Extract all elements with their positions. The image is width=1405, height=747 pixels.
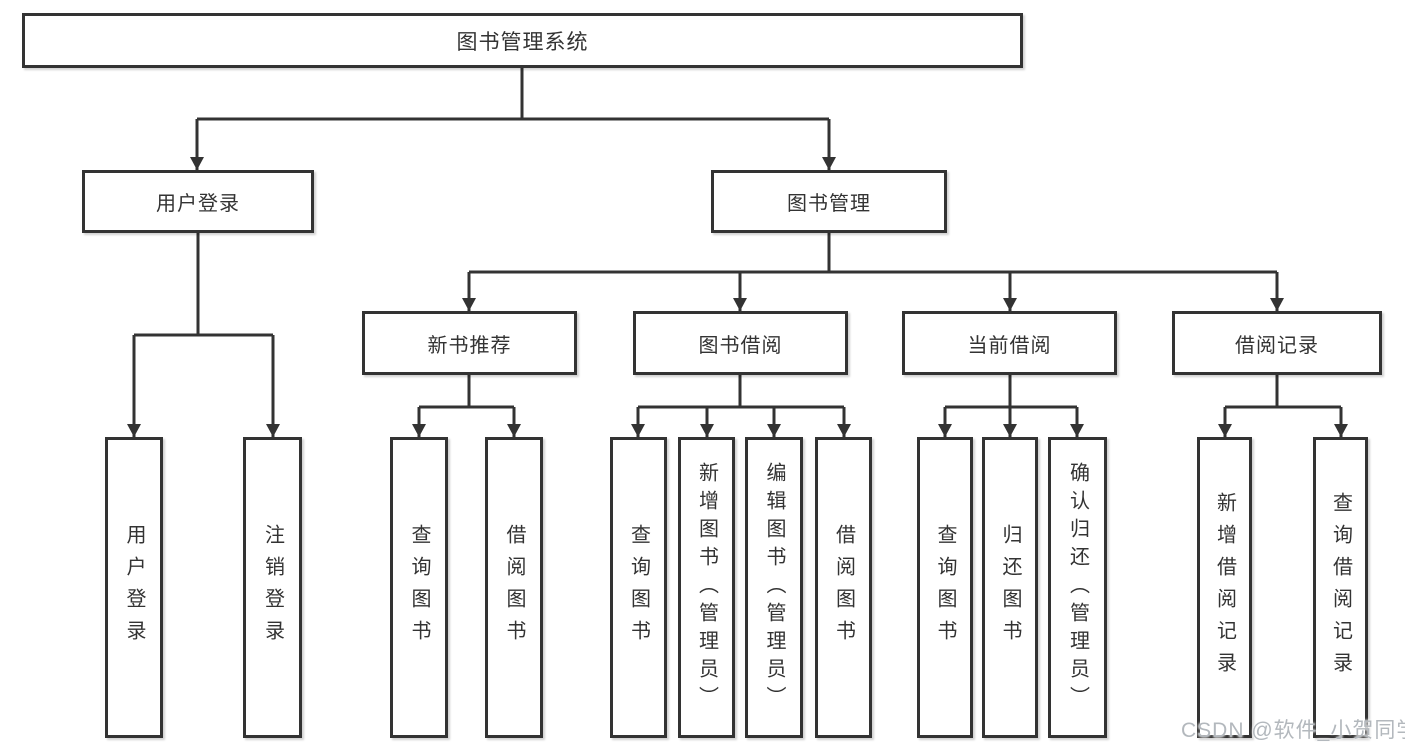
node-new-book-recommend-label: 新书推荐 bbox=[427, 334, 512, 357]
leaf-user-login-label: 用户登录 bbox=[123, 523, 145, 652]
leaf-borrow-books-recommend-label: 借阅图书 bbox=[503, 523, 525, 652]
node-new-book-recommend: 新书推荐 bbox=[362, 311, 577, 375]
node-user-login: 用户登录 bbox=[82, 170, 314, 233]
leaf-query-books-recommend-label: 查询图书 bbox=[408, 523, 430, 652]
leaf-edit-book-admin-label: 编辑图书（管理员） bbox=[763, 461, 785, 714]
csdn-watermark: CSDN @软件_小贺同学 bbox=[1181, 719, 1405, 742]
leaf-logout-label: 注销登录 bbox=[261, 523, 284, 652]
leaf-query-books-borrow-label: 查询图书 bbox=[627, 523, 650, 652]
node-root: 图书管理系统 bbox=[22, 13, 1023, 68]
leaf-add-book-admin-label: 新增图书（管理员） bbox=[695, 461, 718, 714]
leaf-query-borrow-record-label: 查询借阅记录 bbox=[1329, 491, 1352, 684]
leaf-borrow-books-recommend: 借阅图书 bbox=[485, 437, 543, 738]
node-book-management-label: 图书管理 bbox=[787, 193, 871, 215]
leaf-return-book: 归还图书 bbox=[982, 437, 1038, 738]
leaf-add-book-admin: 新增图书（管理员） bbox=[678, 437, 735, 738]
node-root-label: 图书管理系统 bbox=[456, 30, 589, 54]
leaf-edit-book-admin: 编辑图书（管理员） bbox=[745, 437, 803, 738]
leaf-add-borrow-record: 新增借阅记录 bbox=[1197, 437, 1252, 738]
node-book-borrow: 图书借阅 bbox=[633, 311, 848, 375]
node-current-borrow-label: 当前借阅 bbox=[967, 334, 1052, 357]
leaf-borrow-books-label: 借阅图书 bbox=[832, 523, 855, 652]
leaf-query-borrow-record: 查询借阅记录 bbox=[1313, 437, 1368, 738]
node-current-borrow: 当前借阅 bbox=[902, 311, 1117, 375]
node-user-login-label: 用户登录 bbox=[156, 193, 240, 215]
leaf-query-books-current-label: 查询图书 bbox=[934, 523, 956, 652]
node-book-borrow-label: 图书借阅 bbox=[698, 334, 783, 357]
leaf-logout: 注销登录 bbox=[243, 437, 302, 738]
leaf-return-book-label: 归还图书 bbox=[999, 523, 1021, 652]
leaf-query-books-borrow: 查询图书 bbox=[610, 437, 667, 738]
node-borrow-records: 借阅记录 bbox=[1172, 311, 1382, 375]
node-borrow-records-label: 借阅记录 bbox=[1235, 334, 1319, 357]
leaf-query-books-current: 查询图书 bbox=[917, 437, 973, 738]
leaf-confirm-return-admin-label: 确认归还（管理员） bbox=[1066, 461, 1089, 714]
node-book-management: 图书管理 bbox=[711, 170, 947, 233]
leaf-user-login: 用户登录 bbox=[105, 437, 163, 738]
leaf-add-borrow-record-label: 新增借阅记录 bbox=[1213, 491, 1236, 684]
leaf-confirm-return-admin: 确认归还（管理员） bbox=[1048, 437, 1107, 738]
leaf-borrow-books: 借阅图书 bbox=[815, 437, 872, 738]
leaf-query-books-recommend: 查询图书 bbox=[390, 437, 448, 738]
